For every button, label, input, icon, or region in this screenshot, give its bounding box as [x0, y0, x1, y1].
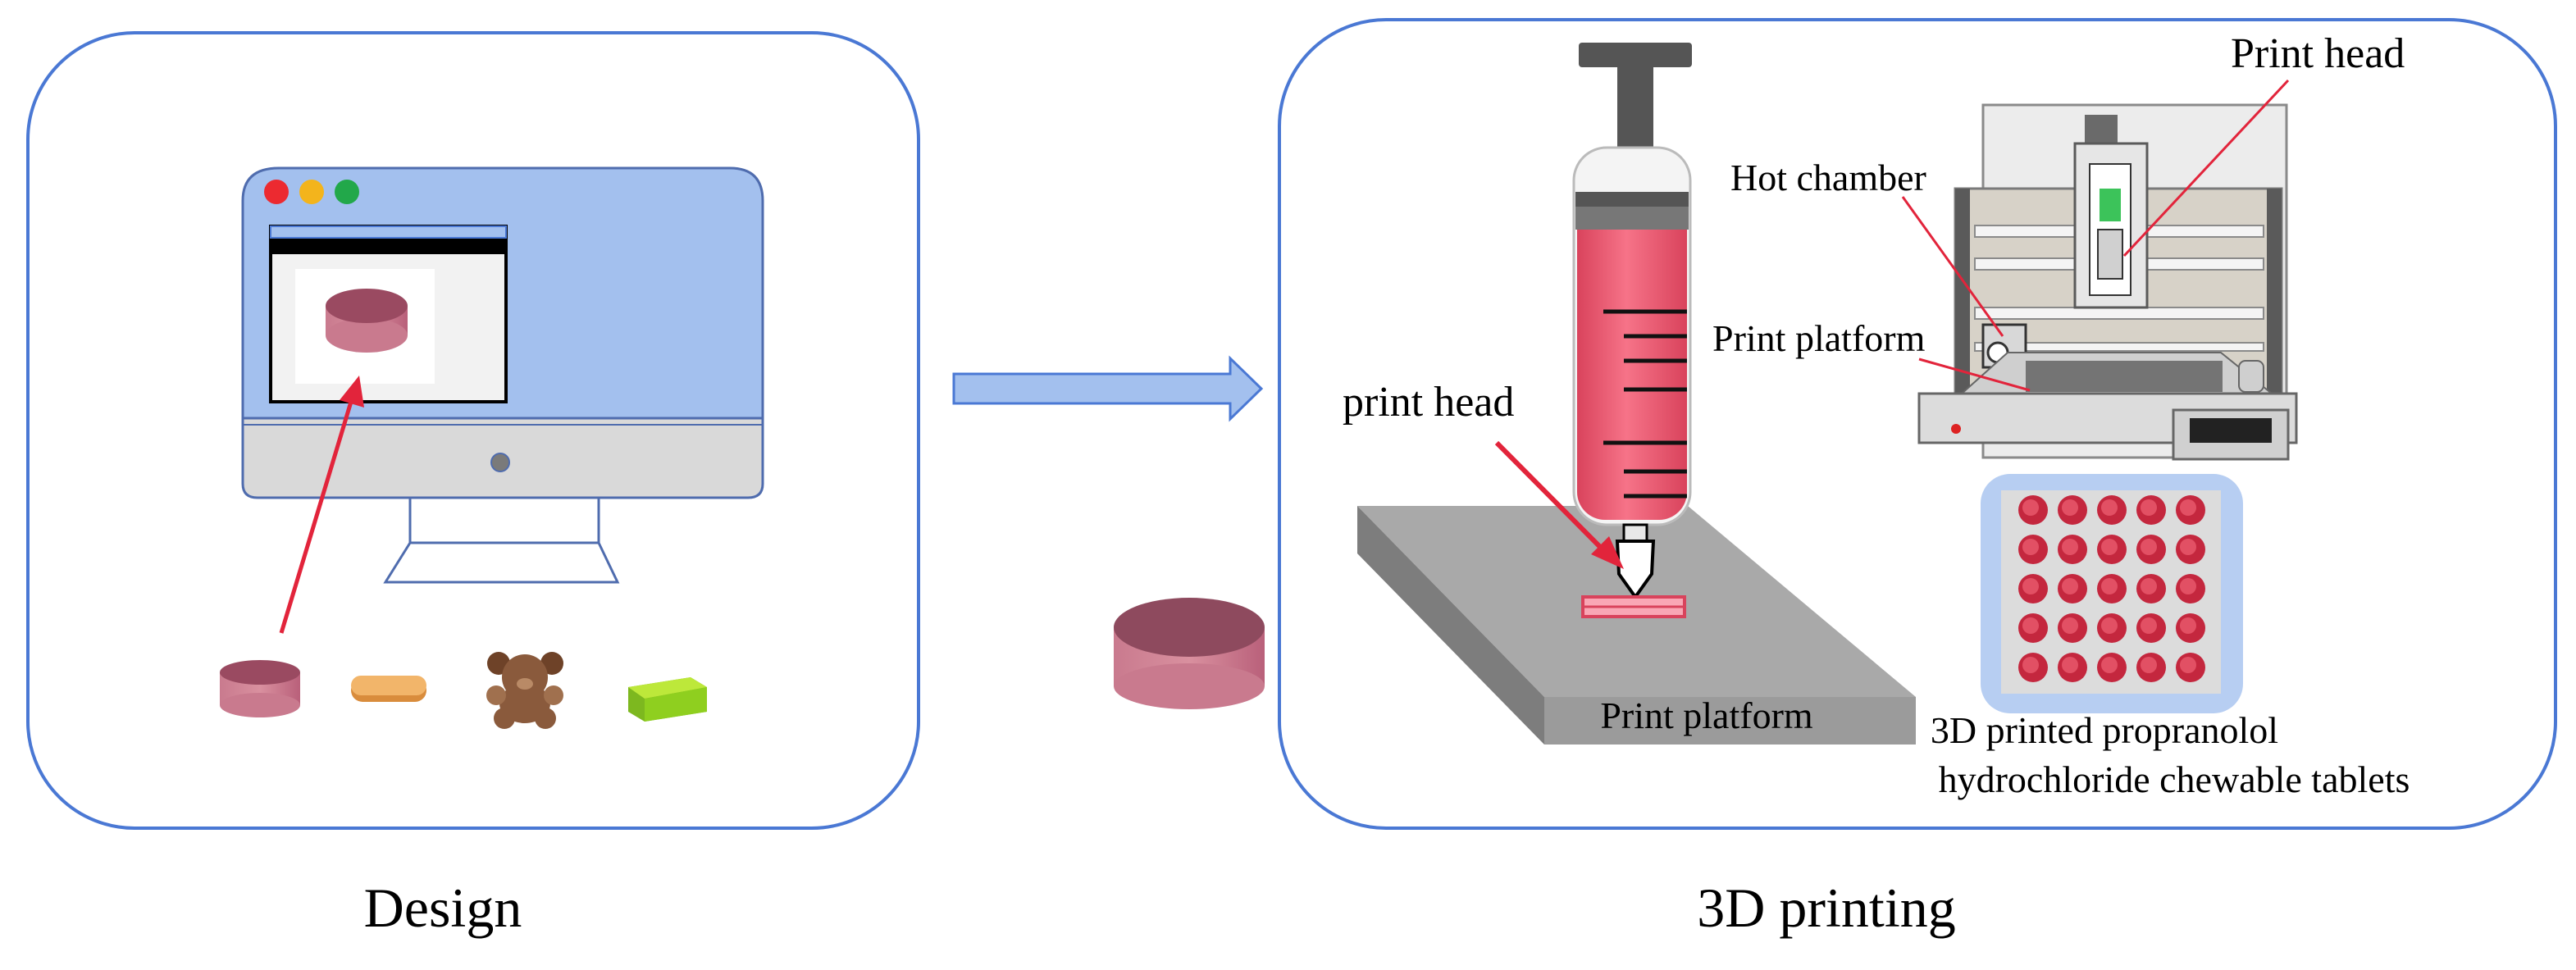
printed-tablet-highlight	[2022, 499, 2039, 516]
printed-tablet-model	[1114, 598, 1265, 709]
printing-panel: print head Print platform	[1278, 18, 2557, 939]
window-minimize-dot-icon	[299, 180, 324, 204]
printed-tablet-highlight	[2062, 539, 2078, 555]
printed-tablet-highlight	[2022, 578, 2039, 594]
monitor-icon	[241, 166, 764, 584]
printer-print-platform-label: Print platform	[1712, 317, 1926, 359]
print-platform-leader	[1918, 357, 2031, 392]
printed-tablet-highlight	[2101, 578, 2118, 594]
printed-tablets-photo	[1981, 474, 2243, 713]
square-tablet-shape	[628, 677, 707, 722]
tablet-grid	[2018, 495, 2205, 682]
printed-tablet-highlight	[2180, 657, 2196, 673]
printed-tablet-highlight	[2101, 657, 2118, 673]
hot-chamber-label: Hot chamber	[1730, 157, 1926, 198]
printed-tablet-highlight	[2180, 539, 2196, 555]
printed-tablet-highlight	[2141, 578, 2157, 594]
printed-tablet-highlight	[2141, 539, 2157, 555]
design-caption: Design	[364, 877, 522, 939]
printing-caption: 3D printing	[1697, 877, 1955, 939]
select-shape-arrow	[279, 376, 364, 634]
screen-tablet-model	[326, 289, 408, 353]
printed-tablet-highlight	[2022, 539, 2039, 555]
printed-tablet-highlight	[2022, 657, 2039, 673]
design-panel-border	[26, 31, 920, 830]
printed-tablet-highlight	[2141, 657, 2157, 673]
tablets-caption-line2: hydrochloride chewable tablets	[1939, 758, 2410, 800]
power-button-icon	[490, 453, 510, 472]
print-head-arrow	[1494, 440, 1624, 569]
printed-tablet-highlight	[2101, 539, 2118, 555]
oval-tablet-shape	[351, 676, 426, 702]
round-tablet-shape	[220, 660, 300, 717]
printed-tablet-highlight	[2141, 617, 2157, 634]
print-platform-label: Print platform	[1600, 694, 1813, 736]
printed-tablet-highlight	[2141, 499, 2157, 516]
printed-tablet-highlight	[2101, 499, 2118, 516]
print-head-label: print head	[1343, 379, 1514, 426]
printed-tablet-highlight	[2180, 499, 2196, 516]
printer-print-head-label: Print head	[2231, 30, 2405, 77]
process-flow-arrow	[952, 355, 1264, 422]
3d-printer-icon	[1917, 103, 2298, 461]
printed-tablet-highlight	[2180, 578, 2196, 594]
printed-tablet-highlight	[2062, 499, 2078, 516]
bear-tablet-shape	[486, 652, 563, 729]
window-zoom-dot-icon	[335, 180, 359, 204]
printed-tablet-highlight	[2022, 617, 2039, 634]
printing-panel-border	[1278, 18, 2557, 830]
printed-tablet-highlight	[2101, 617, 2118, 634]
hot-chamber-leader	[1901, 196, 2004, 337]
design-panel: Design	[26, 31, 920, 939]
window-close-dot-icon	[264, 180, 289, 204]
printed-tablet-highlight	[2062, 617, 2078, 634]
printed-tablet-highlight	[2180, 617, 2196, 634]
printed-tablet-highlight	[2062, 657, 2078, 673]
printed-tablet-highlight	[2062, 578, 2078, 594]
syringe-icon	[1572, 43, 1692, 618]
tablets-caption-line1: 3D printed propranolol	[1931, 709, 2278, 751]
print-head-leader	[2122, 79, 2290, 257]
